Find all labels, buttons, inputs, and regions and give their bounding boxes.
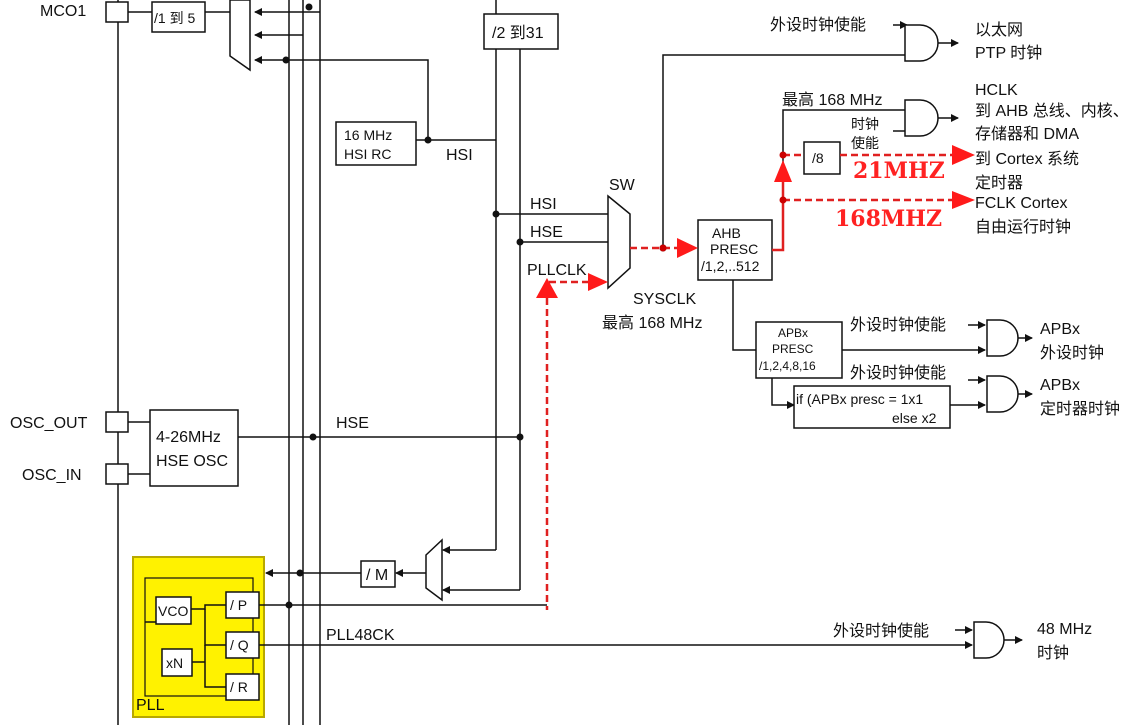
apb-timer-out-line1: APBx bbox=[1040, 377, 1080, 394]
hse-mux-label: HSE bbox=[530, 224, 563, 241]
usb48-enable-label: 外设时钟使能 bbox=[833, 622, 929, 640]
clk-enable-2: 使能 bbox=[851, 135, 879, 151]
fclk-line1: FCLK Cortex bbox=[975, 195, 1067, 212]
osc-in-pin bbox=[105, 463, 129, 485]
apb-timer-out-line2: 定时器时钟 bbox=[1040, 400, 1120, 418]
ahb-line1: AHB bbox=[712, 225, 741, 241]
hsi-top-label: HSI bbox=[446, 147, 473, 164]
vco-box bbox=[155, 596, 192, 625]
pllclk-label: PLLCLK bbox=[527, 262, 587, 279]
mco-div-label: /1 到 5 bbox=[154, 10, 195, 26]
usb48-and-gate bbox=[973, 621, 1005, 659]
xn-label: xN bbox=[166, 655, 183, 671]
apb-periph-enable: 外设时钟使能 bbox=[850, 316, 946, 334]
ptp-line1: 以太网 bbox=[975, 21, 1023, 39]
hclk-line3: 存储器和 DMA bbox=[975, 125, 1079, 143]
apb-periph-line2: 外设时钟 bbox=[1040, 344, 1104, 362]
sysclk-label: SYSCLK bbox=[633, 291, 696, 308]
sw-mux bbox=[607, 194, 631, 290]
hsi-mux-label: HSI bbox=[530, 196, 557, 213]
fclk-line2: 自由运行时钟 bbox=[975, 218, 1071, 236]
osc-in-label: OSC_IN bbox=[22, 467, 82, 484]
hse-osc-box bbox=[149, 409, 239, 487]
mco1-label: MCO1 bbox=[40, 3, 86, 20]
hclk-and-gate bbox=[904, 99, 939, 137]
apb-line2: PRESC bbox=[772, 342, 814, 356]
ptp-enable-label: 外设时钟使能 bbox=[770, 16, 866, 34]
apb-line1: APBx bbox=[778, 326, 808, 340]
div8-label: /8 bbox=[812, 150, 824, 166]
freq-21-annotation: 21MHZ bbox=[853, 158, 945, 184]
usb48-line1: 48 MHz bbox=[1037, 621, 1092, 638]
hse-osc-line2: HSE OSC bbox=[156, 453, 228, 470]
osc-out-label: OSC_OUT bbox=[10, 415, 88, 432]
pll-m-box bbox=[360, 560, 396, 588]
ahb-line2: PRESC bbox=[710, 241, 758, 257]
div-2-31-label: /2 到31 bbox=[492, 24, 544, 42]
hsi-rc-box bbox=[335, 121, 417, 166]
vco-label: VCO bbox=[158, 603, 188, 619]
div8-box bbox=[803, 141, 841, 175]
hsi-rc-line1: 16 MHz bbox=[344, 127, 392, 143]
div-q-label: / Q bbox=[230, 637, 249, 653]
apb-periph-line1: APBx bbox=[1040, 321, 1080, 338]
apb-timer-line2: else x2 bbox=[892, 410, 937, 426]
mco1-pin bbox=[105, 1, 129, 23]
hsi-rc-line2: HSI RC bbox=[344, 146, 391, 162]
clk-enable-1: 时钟 bbox=[851, 116, 879, 132]
pll48ck-label: PLL48CK bbox=[326, 627, 395, 644]
hclk-line2: 到 AHB 总线、内核、 bbox=[975, 102, 1129, 120]
apb-line3: /1,2,4,8,16 bbox=[759, 359, 816, 373]
ahb-presc-box bbox=[697, 219, 773, 281]
mco-div-box bbox=[151, 1, 206, 33]
apb-timer-and-gate bbox=[986, 375, 1019, 413]
pll-m-label: / M bbox=[366, 567, 388, 584]
pll-src-mux bbox=[425, 538, 443, 602]
div-p-label: / P bbox=[230, 597, 247, 613]
apb-timer-enable: 外设时钟使能 bbox=[850, 364, 946, 382]
div-r-label: / R bbox=[230, 679, 248, 695]
ptp-line2: PTP 时钟 bbox=[975, 44, 1042, 62]
hclk-max-label: 最高 168 MHz bbox=[782, 91, 882, 109]
pll-block: VCO xN / P / Q / R PLL bbox=[132, 556, 265, 718]
usb48-line2: 时钟 bbox=[1037, 644, 1069, 662]
cortex-timer-line2: 定时器 bbox=[975, 174, 1023, 192]
cortex-timer-line1: 到 Cortex 系统 bbox=[975, 150, 1079, 168]
red-highlight-path bbox=[536, 145, 975, 610]
mco1-mux bbox=[229, 0, 251, 72]
osc-out-pin bbox=[105, 411, 129, 433]
ahb-line3: /1,2,..512 bbox=[701, 258, 760, 274]
ptp-and-gate bbox=[904, 24, 939, 62]
pll-label: PLL bbox=[136, 697, 165, 714]
apb-timer-mult-box bbox=[793, 385, 951, 429]
apb-presc-box bbox=[755, 321, 843, 379]
apb-periph-and-gate bbox=[986, 319, 1019, 357]
hse-osc-line1: 4-26MHz bbox=[156, 429, 221, 446]
freq-168-annotation: 168MHZ bbox=[835, 206, 942, 232]
div-2-31-box bbox=[483, 13, 559, 50]
hse-line-label: HSE bbox=[336, 415, 369, 432]
hclk-title: HCLK bbox=[975, 82, 1018, 99]
apb-timer-line1: if (APBx presc = 1x1 bbox=[796, 391, 923, 407]
sysclk-max-label: 最高 168 MHz bbox=[602, 314, 702, 332]
sw-label: SW bbox=[609, 177, 636, 194]
